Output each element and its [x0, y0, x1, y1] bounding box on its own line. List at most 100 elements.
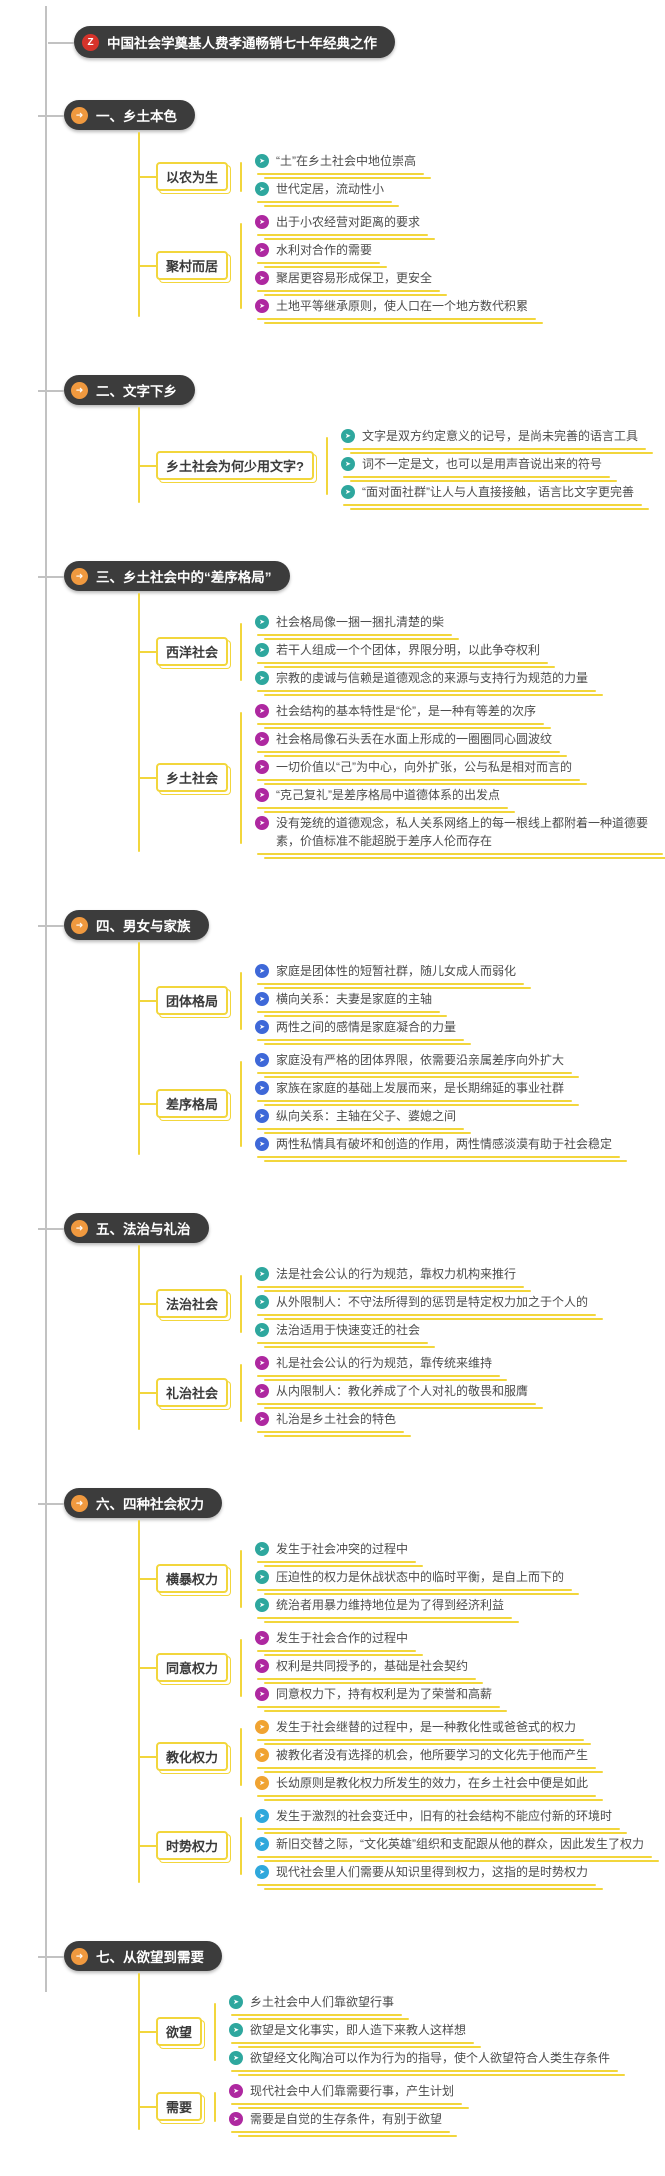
topic-node[interactable]: 六、四种社会权力	[38, 1488, 222, 1518]
arrow-marker-icon	[255, 615, 270, 629]
leaf-node[interactable]: 发生于社会合作的过程中	[253, 1626, 424, 1656]
arrow-marker-icon	[340, 485, 355, 499]
leaf-text: 同意权力下，持有权利是为了荣誉和高薪	[276, 1687, 493, 1701]
branch-section-3: 三、乡土社会中的“差序格局” 西洋社会 社会格局像一捆一捆扎清楚的柴 若干人组成…	[0, 561, 665, 868]
arrow-marker-icon	[255, 1570, 270, 1584]
leaf-text: 发生于社会继替的过程中，是一种教化性或爸爸式的权力	[276, 1720, 577, 1734]
topic-node[interactable]: 一、乡土本色	[38, 100, 195, 130]
arrow-marker-icon	[255, 243, 270, 257]
arrow-marker-icon	[255, 1776, 270, 1790]
arrow-circle-icon	[71, 1494, 88, 1512]
leaf-node[interactable]: 两性之间的感情是家庭凝合的力量	[253, 1015, 472, 1045]
subtopic-node[interactable]: 西洋社会	[156, 636, 229, 666]
leaf-node[interactable]: 压迫性的权力是休战状态中的临时平衡，是自上而下的	[253, 1565, 580, 1595]
leaf-text: 土地平等继承原则，使人口在一个地方数代积累	[276, 299, 529, 313]
leaf-node[interactable]: 发生于激烈的社会变迁中，旧有的社会结构不能应付新的环境时	[253, 1804, 628, 1834]
leaf-node[interactable]: “土”在乡土社会中地位崇高	[253, 149, 432, 179]
subtopic-node[interactable]: 聚村而居	[156, 250, 229, 280]
subtopic-node[interactable]: 乡土社会	[156, 762, 229, 792]
arrow-marker-icon	[340, 457, 355, 471]
leaf-node[interactable]: 词不一定是文，也可以是用声音说出来的符号	[339, 452, 617, 482]
subtopic-node[interactable]: 欲望	[156, 2016, 203, 2046]
leaf-node[interactable]: 现代社会中人们靠需要行事，产生计划	[227, 2079, 470, 2109]
arrow-marker-icon	[255, 1295, 270, 1309]
leaf-node[interactable]: “克己复礼”是差序格局中道德体系的出发点	[253, 783, 516, 813]
arrow-marker-icon	[255, 271, 270, 285]
leaf-node[interactable]: 礼是社会公认的行为规范，靠传统来维持	[253, 1351, 508, 1381]
leaf-node[interactable]: 家庭是团体性的短暂社群，随儿女成人而弱化	[253, 959, 532, 989]
leaf-node[interactable]: 统治者用暴力维持地位是为了得到经济利益	[253, 1593, 520, 1623]
leaf-node[interactable]: 发生于社会冲突的过程中	[253, 1537, 424, 1567]
leaf-group: 现代社会中人们靠需要行事，产生计划 需要是自觉的生存条件，有别于欲望	[214, 2079, 665, 2137]
leaf-node[interactable]: 社会结构的基本特性是“伦”，是一种有等差的次序	[253, 699, 552, 729]
leaf-node[interactable]: 出于小农经营对距离的要求	[253, 210, 436, 240]
topic-node[interactable]: 三、乡土社会中的“差序格局”	[38, 561, 290, 591]
leaf-node[interactable]: 水利对合作的需要	[253, 238, 388, 268]
leaf-group: 社会结构的基本特性是“伦”，是一种有等差的次序 社会格局像石头丢在水面上形成的一…	[240, 699, 665, 859]
leaf-node[interactable]: 礼治是乡土社会的特色	[253, 1407, 412, 1437]
topic-node[interactable]: 四、男女与家族	[38, 910, 209, 940]
leaf-node[interactable]: 法治适用于快速变迁的社会	[253, 1318, 436, 1348]
leaf-node[interactable]: 发生于社会继替的过程中，是一种教化性或爸爸式的权力	[253, 1715, 592, 1745]
leaf-node[interactable]: 没有笼统的道德观念，私人关系网络上的每一根线上都附着一种道德要素，价值标准不能超…	[253, 811, 665, 859]
subtopic-node[interactable]: 礼治社会	[156, 1377, 229, 1407]
leaf-node[interactable]: 需要是自觉的生存条件，有别于欲望	[227, 2107, 458, 2137]
title-node[interactable]: 中国社会学奠基人费孝通畅销七十年经典之作	[48, 26, 395, 58]
leaf-node[interactable]: 一切价值以“己”为中心，向外扩张，公与私是相对而言的	[253, 755, 588, 785]
arrow-marker-icon	[255, 1020, 270, 1034]
leaf-node[interactable]: 世代定居，流动性小	[253, 177, 400, 207]
leaf-node[interactable]: 法是社会公认的行为规范，靠权力机构来推行	[253, 1262, 532, 1292]
leaf-node[interactable]: 乡土社会中人们靠欲望行事	[227, 1990, 410, 2020]
leaf-node[interactable]: 现代社会里人们需要从知识里得到权力，这指的是时势权力	[253, 1860, 604, 1890]
leaf-node[interactable]: “面对面社群”让人与人直接接触，语言比文字更完善	[339, 480, 649, 510]
leaf-node[interactable]: 被教化者没有选择的机会，他所要学习的文化先于他而产生	[253, 1743, 604, 1773]
topic-node[interactable]: 二、文字下乡	[38, 375, 195, 405]
topic-label: 六、四种社会权力	[96, 1497, 204, 1512]
leaf-text: 发生于社会合作的过程中	[276, 1631, 409, 1645]
arrow-marker-icon	[255, 1748, 270, 1762]
arrow-marker-icon	[255, 992, 270, 1006]
leaf-node[interactable]: 横向关系：夫妻是家庭的主轴	[253, 987, 448, 1017]
subtopic-node[interactable]: 法治社会	[156, 1288, 229, 1318]
subtopic-node[interactable]: 差序格局	[156, 1088, 229, 1118]
arrow-marker-icon	[255, 1137, 270, 1151]
leaf-node[interactable]: 家庭没有严格的团体界限，依需要沿亲属差序向外扩大	[253, 1048, 580, 1078]
arrow-marker-icon	[255, 760, 270, 774]
leaf-text: 欲望经文化陶冶可以作为行为的指导，使个人欲望符合人类生存条件	[250, 2051, 611, 2065]
topic-node[interactable]: 七、从欲望到需要	[38, 1941, 222, 1971]
branch-section-6: 六、四种社会权力 横暴权力 发生于社会冲突的过程中 压迫性的权力是休战状态中的临…	[0, 1488, 665, 1899]
subtopic-node[interactable]: 教化权力	[156, 1741, 229, 1771]
leaf-node[interactable]: 聚居更容易形成保卫，更安全	[253, 266, 448, 296]
leaf-text: 家庭是团体性的短暂社群，随儿女成人而弱化	[276, 964, 517, 978]
arrow-marker-icon	[255, 1865, 270, 1879]
leaf-node[interactable]: 社会格局像一捆一捆扎清楚的柴	[253, 610, 460, 640]
leaf-node[interactable]: 权利是共同授予的，基础是社会契约	[253, 1654, 484, 1684]
leaf-node[interactable]: 社会格局像石头丢在水面上形成的一圈圈同心圆波纹	[253, 727, 568, 757]
leaf-node[interactable]: 文字是双方约定意义的记号，是尚未完善的语言工具	[339, 424, 653, 454]
leaf-node[interactable]: 纵向关系：主轴在父子、婆媳之间	[253, 1104, 472, 1134]
subtopic-node[interactable]: 需要	[156, 2091, 203, 2121]
leaf-node[interactable]: 同意权力下，持有权利是为了荣誉和高薪	[253, 1682, 508, 1712]
leaf-node[interactable]: 两性私情具有破坏和创造的作用，两性情感淡漠有助于社会稳定	[253, 1132, 628, 1162]
subtopic-node[interactable]: 团体格局	[156, 985, 229, 1015]
leaf-node[interactable]: 欲望经文化陶冶可以作为行为的指导，使个人欲望符合人类生存条件	[227, 2046, 626, 2076]
leaf-text: 社会结构的基本特性是“伦”，是一种有等差的次序	[276, 704, 537, 718]
leaf-node[interactable]: 土地平等继承原则，使人口在一个地方数代积累	[253, 294, 544, 324]
leaf-text: 两性私情具有破坏和创造的作用，两性情感淡漠有助于社会稳定	[276, 1137, 613, 1151]
leaf-node[interactable]: 宗教的虔诚与信赖是道德观念的来源与支持行为规范的力量	[253, 666, 604, 696]
subtopic-node[interactable]: 同意权力	[156, 1652, 229, 1682]
leaf-node[interactable]: 欲望是文化事实，即人造下来教人这样想	[227, 2018, 482, 2048]
arrow-circle-icon	[71, 381, 88, 399]
leaf-node[interactable]: 家族在家庭的基础上发展而来，是长期绵延的事业社群	[253, 1076, 580, 1106]
leaf-node[interactable]: 从外限制人：不守法所得到的惩罚是特定权力加之于个人的	[253, 1290, 604, 1320]
leaf-node[interactable]: 新旧交替之际，“文化英雄”组织和支配跟从他的群众，因此发生了权力	[253, 1832, 660, 1862]
leaf-node[interactable]: 从内限制人：教化养成了个人对礼的敬畏和服膺	[253, 1379, 544, 1409]
subtopic-node[interactable]: 以农为生	[156, 161, 229, 191]
topic-node[interactable]: 五、法治与礼治	[38, 1213, 209, 1243]
leaf-node[interactable]: 长幼原则是教化权力所发生的效力，在乡土社会中便是如此	[253, 1771, 604, 1801]
subtopic-node[interactable]: 乡土社会为何少用文字?	[156, 450, 314, 480]
subtopic-node[interactable]: 时势权力	[156, 1830, 229, 1860]
leaf-node[interactable]: 若干人组成一个个团体，界限分明，以此争夺权利	[253, 638, 556, 668]
subtopic-node[interactable]: 横暴权力	[156, 1563, 229, 1593]
arrow-marker-icon	[255, 1356, 270, 1370]
